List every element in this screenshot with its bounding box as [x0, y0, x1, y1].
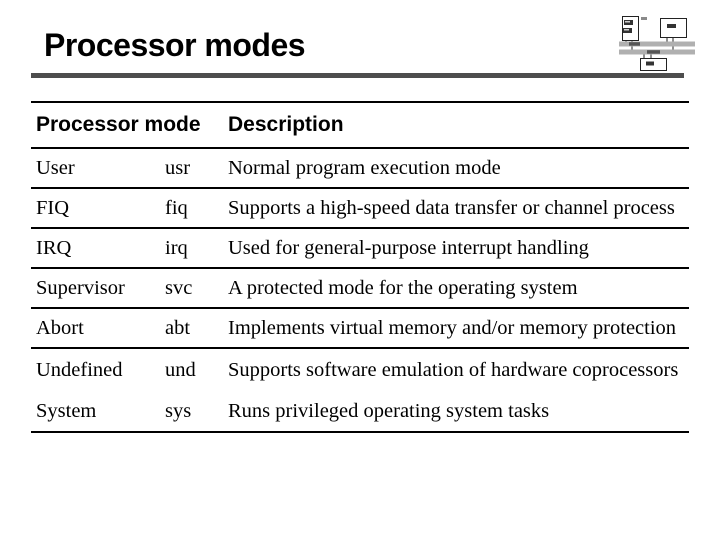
- mode-description: Normal program execution mode: [228, 156, 501, 179]
- table-row-fiq: FIQ fiq Supports a high-speed data trans…: [31, 189, 689, 229]
- table-row-abort: Abort abt Implements virtual memory and/…: [31, 309, 689, 349]
- mode-abbreviation: sys: [165, 399, 192, 422]
- column-header-processor-mode: Processor mode: [36, 113, 201, 136]
- mode-description: A protected mode for the operating syste…: [228, 276, 578, 299]
- mode-name: Supervisor: [36, 276, 125, 299]
- mode-abbreviation: irq: [165, 236, 188, 259]
- mode-name: FIQ: [36, 196, 70, 219]
- mode-abbreviation: svc: [165, 276, 193, 299]
- column-header-description: Description: [228, 113, 344, 136]
- mode-name: System: [36, 399, 97, 422]
- mode-description: Runs privileged operating system tasks: [228, 399, 550, 422]
- processor-modes-table: Processor mode Description User usr Norm…: [31, 101, 689, 433]
- mode-description: Supports a high-speed data transfer or c…: [228, 196, 675, 219]
- mode-name: Abort: [36, 316, 84, 339]
- table-row-undefined: Undefined und Supports software emulatio…: [31, 349, 689, 391]
- mode-name: IRQ: [36, 236, 72, 259]
- mode-abbreviation: usr: [165, 156, 191, 179]
- table-row-supervisor: Supervisor svc A protected mode for the …: [31, 269, 689, 309]
- mode-description: Used for general-purpose interrupt handl…: [228, 236, 589, 259]
- mode-description: Implements virtual memory and/or memory …: [228, 316, 677, 339]
- page-title: Processor modes: [44, 27, 306, 63]
- table-row-user: User usr Normal program execution mode: [31, 149, 689, 189]
- mode-abbreviation: fiq: [165, 196, 188, 219]
- table-row-system: System sys Runs privileged operating sys…: [31, 391, 689, 433]
- table-header-row: Processor mode Description: [31, 103, 689, 149]
- system-bus-diagram-icon: [619, 16, 695, 71]
- mode-abbreviation: abt: [165, 316, 191, 339]
- title-underline-rule: [31, 73, 684, 78]
- mode-description: Supports software emulation of hardware …: [228, 358, 679, 381]
- table-row-irq: IRQ irq Used for general-purpose interru…: [31, 229, 689, 269]
- mode-abbreviation: und: [165, 358, 196, 381]
- mode-name: User: [36, 156, 75, 179]
- mode-name: Undefined: [36, 358, 123, 381]
